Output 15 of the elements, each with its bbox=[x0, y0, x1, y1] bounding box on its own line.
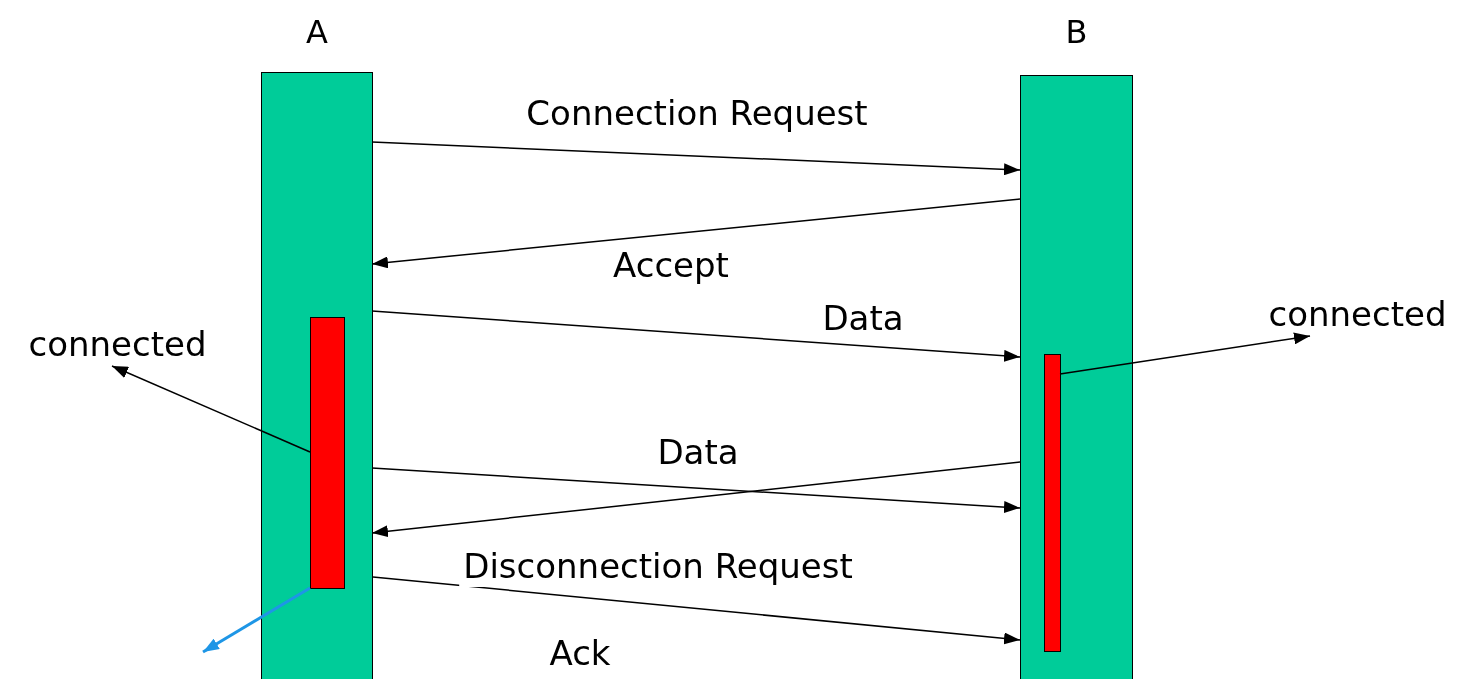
arrow bbox=[371, 467, 1021, 513]
arrow bbox=[371, 141, 1021, 176]
state-label: connected bbox=[15, 322, 220, 366]
arrow bbox=[371, 198, 1021, 269]
state-label: connected bbox=[1255, 292, 1460, 336]
arrow bbox=[1059, 332, 1311, 375]
activation-bar bbox=[310, 317, 345, 589]
activation-bar bbox=[1044, 354, 1061, 652]
arrow bbox=[372, 576, 1021, 645]
lifeline-heading: A bbox=[305, 12, 329, 53]
arrow bbox=[111, 365, 311, 453]
arrow bbox=[371, 461, 1021, 538]
lifeline-heading: B bbox=[1064, 12, 1089, 53]
arrow bbox=[371, 310, 1021, 362]
arrow bbox=[202, 586, 311, 654]
